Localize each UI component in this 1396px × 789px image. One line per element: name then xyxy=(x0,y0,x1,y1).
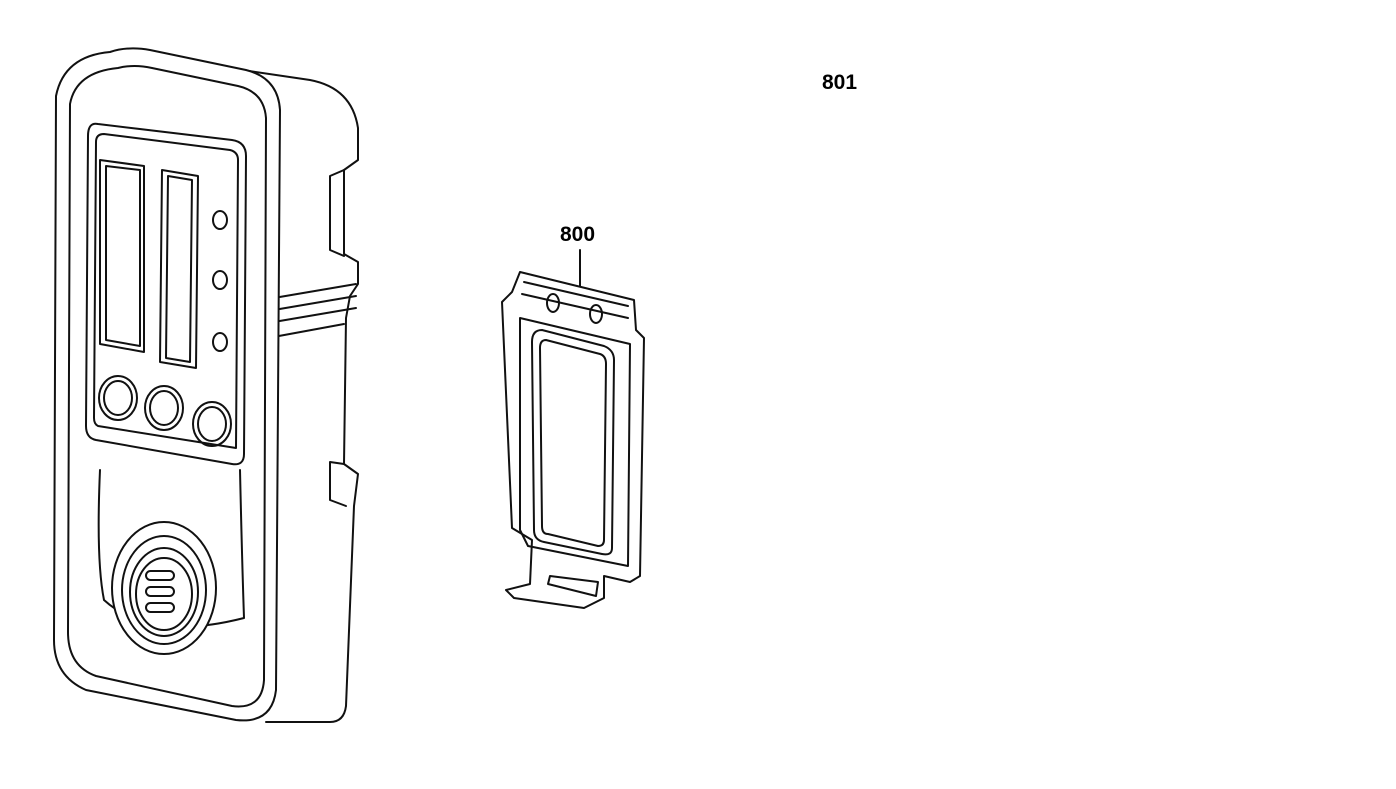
part-label-800: 800 xyxy=(560,223,596,246)
part-label-801: 801 xyxy=(822,71,858,94)
battery-cover-icon xyxy=(502,250,644,608)
laser-receiver-icon xyxy=(54,48,358,722)
